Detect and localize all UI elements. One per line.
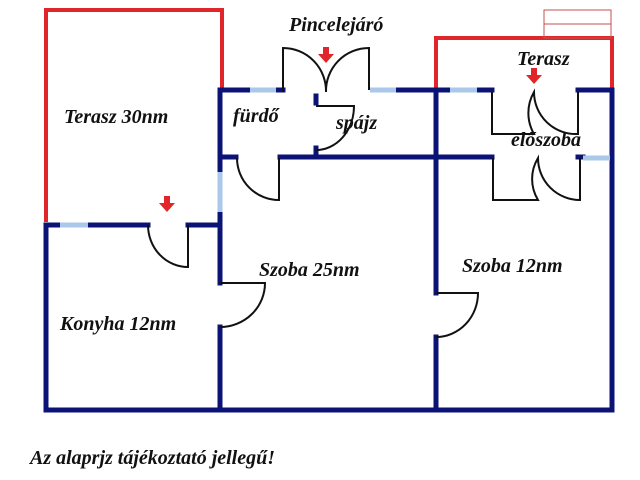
doors [147, 46, 581, 338]
footer-note: Az alaprjz tájékoztató jellegű! [28, 447, 275, 469]
room-label-terasz: Terasz [517, 48, 570, 70]
entrance-arrows [159, 47, 542, 212]
windows [60, 87, 610, 228]
terrace-outlines [44, 8, 614, 222]
arrow-down-icon [159, 196, 175, 212]
room-label-furdo: fürdő [233, 105, 281, 127]
room-label-terasz-30: Terasz 30nm [64, 106, 168, 128]
room-label-szoba-12: Szoba 12nm [462, 255, 563, 277]
arrow-down-icon [318, 47, 334, 63]
walls [43, 87, 615, 413]
arrow-down-icon [526, 68, 542, 84]
room-label-spajz: spájz [335, 112, 377, 134]
room-label-konyha: Konyha 12nm [59, 313, 176, 335]
stairs [543, 9, 612, 39]
room-label-pincelejaro: Pincelejáró [288, 14, 383, 36]
room-label-eloszoba: előszoba [511, 129, 581, 151]
room-label-szoba-25: Szoba 25nm [259, 259, 360, 281]
